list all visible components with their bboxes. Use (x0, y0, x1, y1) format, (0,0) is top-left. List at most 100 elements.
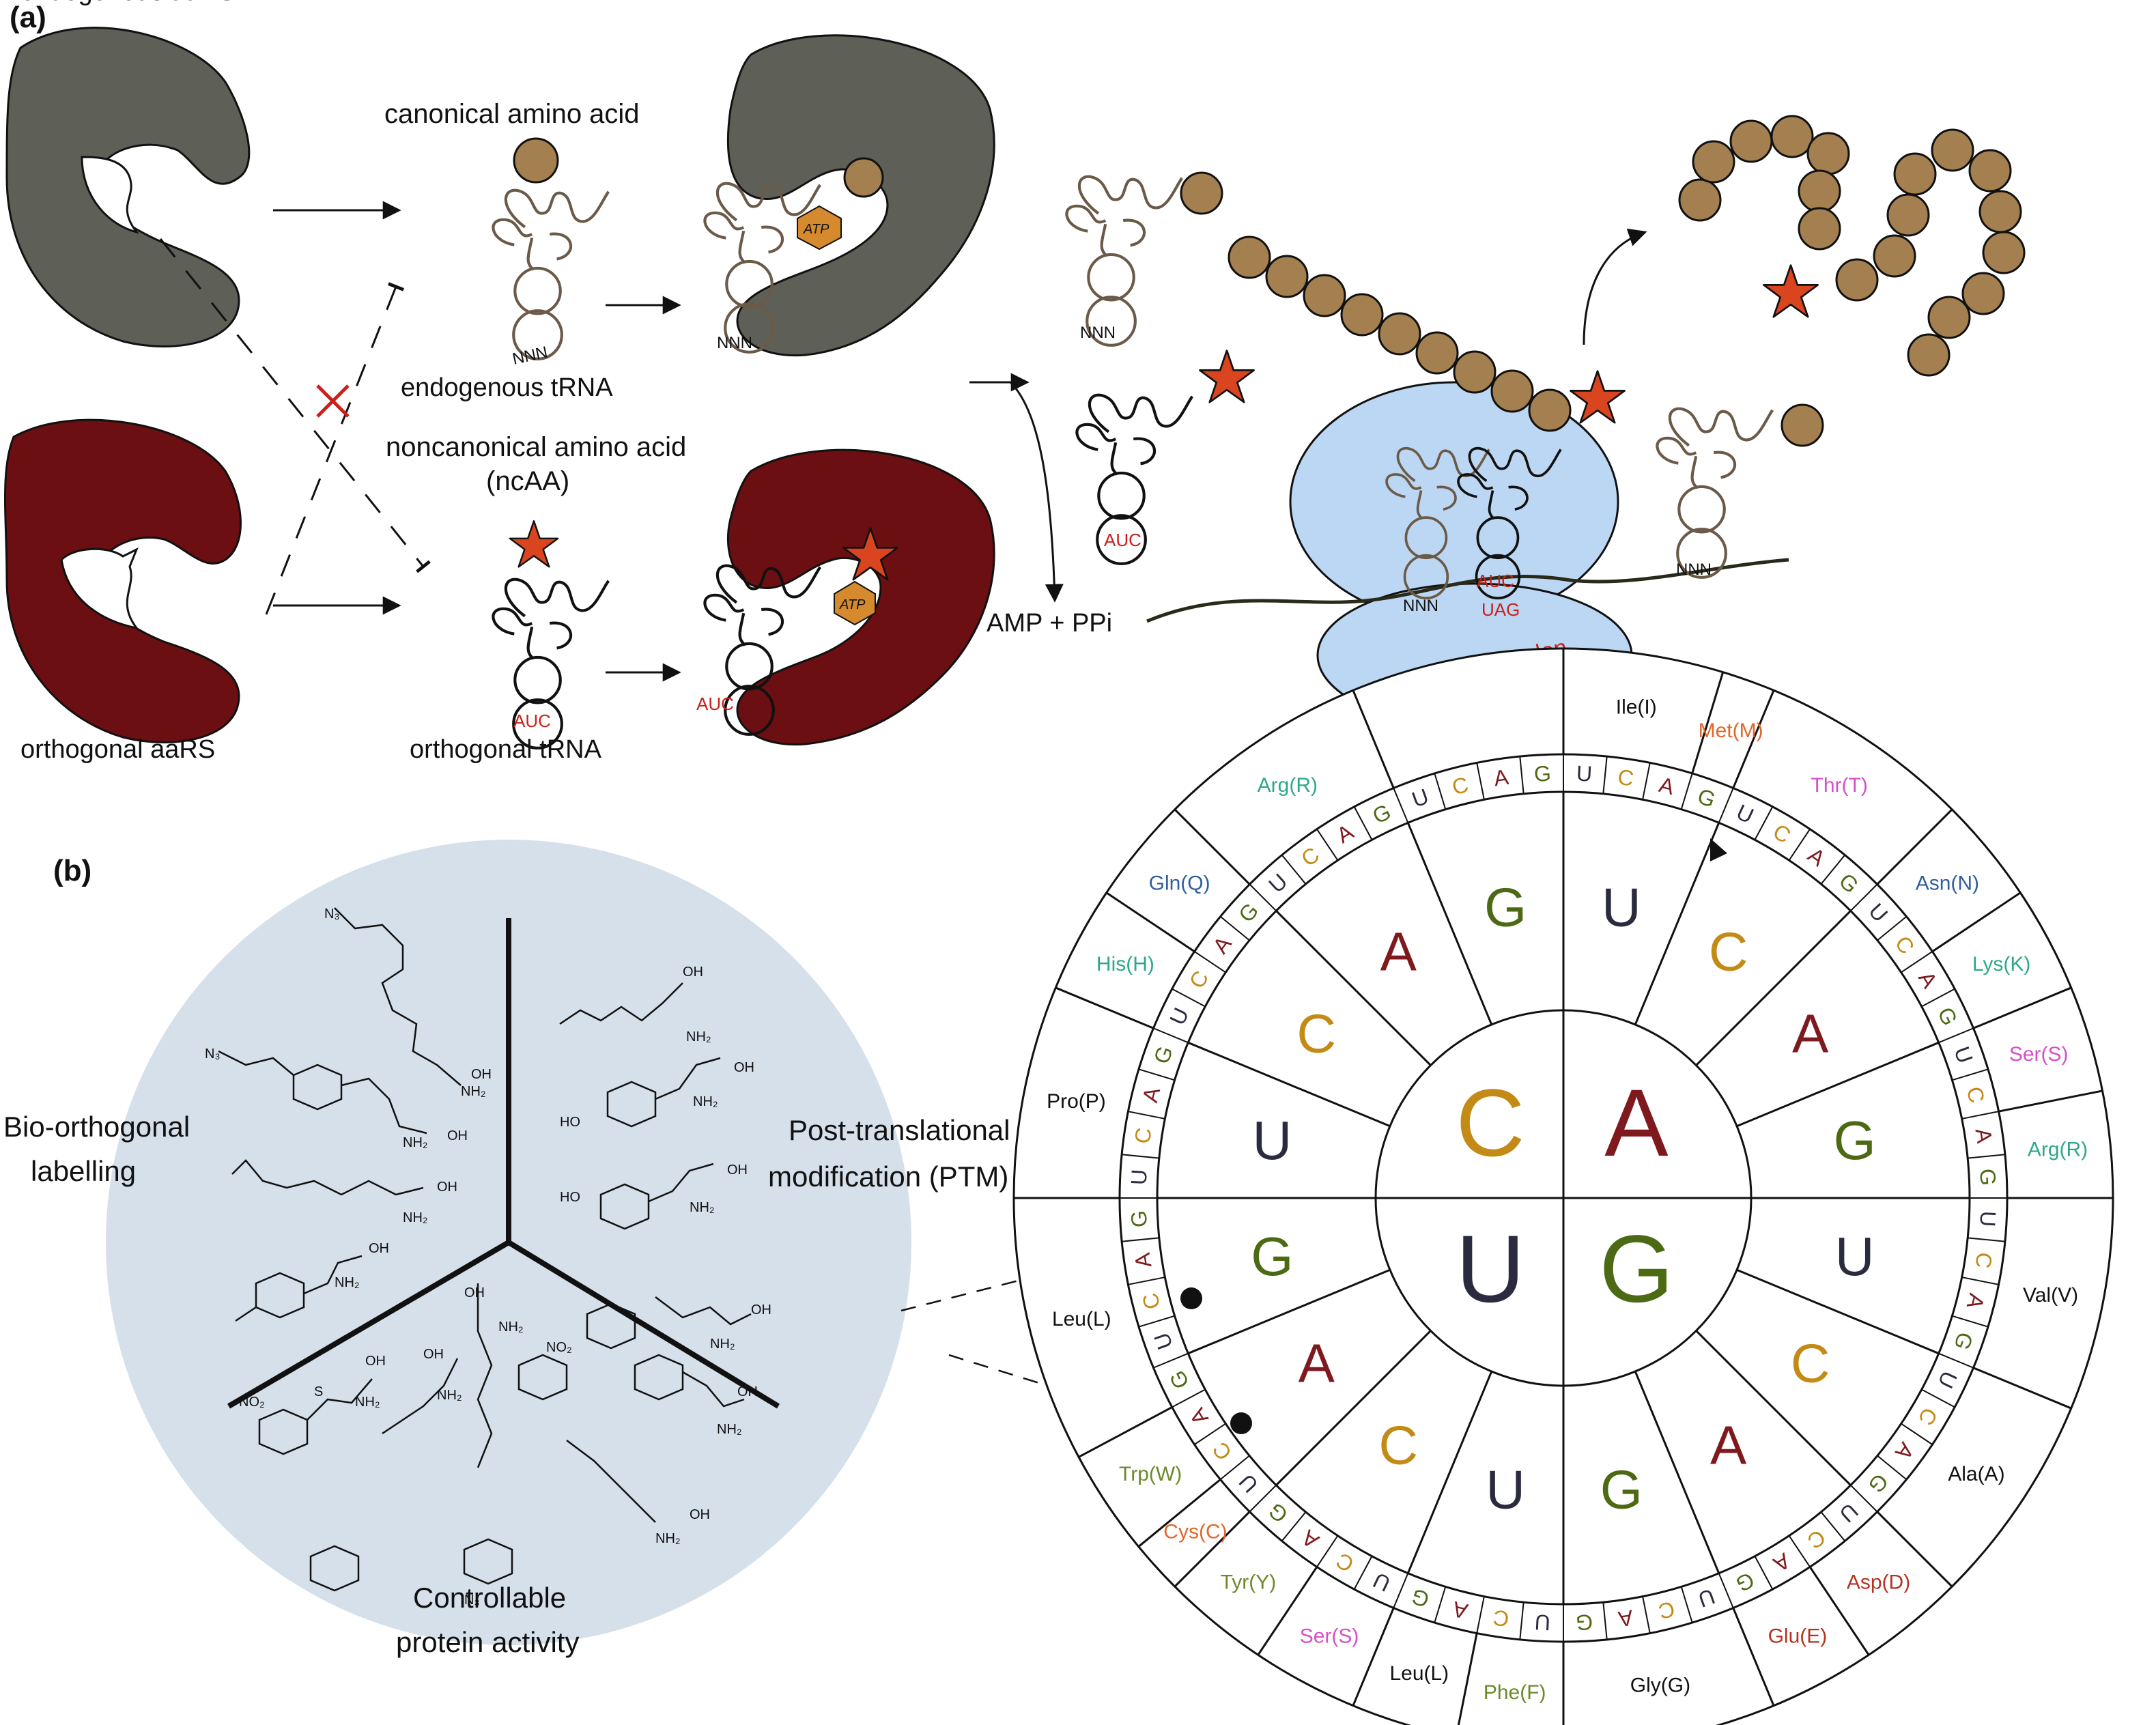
amino-acid-divider (1055, 986, 1154, 1029)
amino-acid-divider (1352, 1607, 1395, 1707)
third-base-divider (1718, 788, 1734, 823)
cyclopropene-lysine-structure (231, 1159, 424, 1196)
second-base-letter: A (1380, 921, 1417, 982)
amino-acid-label: His(H) (1096, 953, 1154, 975)
peptide-residue (1453, 350, 1497, 394)
dashed-inhibition-line-2 (265, 282, 405, 615)
amino-acid-divider (1137, 1479, 1221, 1548)
amino-acid-divider (1972, 1367, 2072, 1410)
charged-ncaa-star (1199, 350, 1255, 403)
label-n3: N₃ (205, 1046, 221, 1061)
label-nh2: NH₂ (461, 1084, 486, 1099)
amino-acid-label: Asn(N) (1916, 872, 1979, 894)
protein-residue (1798, 169, 1841, 213)
amino-acid-divider (1876, 808, 1953, 885)
acetylphenylalanine-backbone (303, 1255, 363, 1295)
nnn-label-4: NNN (1403, 597, 1438, 615)
third-base-divider (1193, 1423, 1226, 1445)
ptm-structures (559, 982, 752, 1326)
folded-protein (1678, 115, 2026, 377)
label-nh2: NH₂ (403, 1210, 428, 1225)
label-n3: N₃ (324, 907, 340, 922)
amino-acid-divider (1876, 1511, 1953, 1588)
charged-canonical-ball (1180, 171, 1223, 215)
nitrobenzyl-ring-2 (517, 1354, 568, 1401)
second-base-letter: G (1834, 1110, 1876, 1171)
third-base-divider (1850, 883, 1878, 911)
amino-acid-label: Ser(S) (1300, 1625, 1359, 1648)
third-base-divider (1128, 1277, 1165, 1285)
third-base-divider (1901, 1423, 1933, 1445)
peptide-residue (1303, 274, 1346, 317)
third-base-divider (1153, 1027, 1189, 1044)
label-nh2: NH₂ (355, 1395, 380, 1410)
panel-b-label: (b) (53, 854, 91, 887)
amino-acid-divider (1732, 1607, 1775, 1707)
label-nh2: NH₂ (655, 1531, 681, 1546)
arrow-amp-release (1009, 381, 1064, 603)
third-base-divider (1901, 951, 1933, 973)
sector-divider-right (507, 1240, 780, 1409)
panel-a: (a) endogenous aaRS orthogonal aaRS cano… (4, 0, 2026, 764)
atp-label-2: ATP (839, 597, 866, 612)
first-base-letter: G (1599, 1215, 1673, 1322)
third-base-divider (1921, 1388, 1955, 1408)
amino-acid-divider (1457, 1633, 1478, 1725)
protein-residue (1931, 128, 1974, 172)
peptide-residue (1490, 369, 1534, 413)
label-nh2: NH₂ (437, 1388, 462, 1403)
label-oh: OH (751, 1302, 771, 1317)
cyclooctene-ring (309, 1545, 360, 1592)
label-nh2: NH₂ (717, 1422, 742, 1437)
nascent-peptide-chain (1228, 236, 1626, 432)
panel-a-label: (a) (10, 1, 46, 34)
third-base-divider (1153, 1352, 1189, 1369)
ncaa-star-icon (509, 520, 559, 568)
second-base-letter: G (1600, 1459, 1643, 1520)
ptm-labels: OH NH₂ OH NH₂ HO OH NH₂ HO OH NH₂ (560, 965, 771, 1352)
protein-residue (1982, 231, 2026, 274)
third-base-divider (1788, 1535, 1811, 1568)
second-base-letter: U (1602, 876, 1641, 937)
label-no2: NO₂ (546, 1340, 572, 1355)
protein-residue (1729, 119, 1773, 163)
third-base-divider (1353, 1556, 1373, 1590)
amino-acid-label: Asp(D) (1847, 1571, 1910, 1593)
second-base-divider (1406, 822, 1493, 1025)
benzene-ring (292, 1064, 343, 1111)
amino-acid-label: Leu(L) (1052, 1308, 1111, 1330)
third-base-divider (1519, 756, 1524, 794)
orthogonal-trna-icon (493, 580, 608, 748)
label-oh: OH (437, 1180, 457, 1195)
amino-acid-label: Gln(Q) (1149, 872, 1210, 894)
amino-acid-divider (1972, 986, 2072, 1029)
third-base-divider (1877, 1455, 1907, 1481)
amino-acid-divider (1078, 1406, 1173, 1458)
stop-codon-marker (1230, 1412, 1252, 1434)
amino-acid-divider (1174, 808, 1251, 885)
third-base-divider (1219, 915, 1250, 941)
label-nh2: NH₂ (498, 1320, 524, 1335)
third-base-divider (1968, 1154, 2005, 1159)
second-base-letter: A (1299, 1333, 1335, 1394)
benzene-ring (599, 1183, 650, 1230)
third-base-divider (1281, 854, 1307, 885)
third-base-divider (1249, 1485, 1277, 1513)
peptide-residue (1378, 312, 1421, 356)
third-base-divider (1968, 1237, 2005, 1242)
acetyl-lysine-structure (559, 982, 683, 1025)
endogenous-aars-label: endogenous aaRS (20, 0, 236, 6)
label-oh: OH (447, 1128, 468, 1143)
third-base-divider (1393, 1573, 1409, 1608)
uag-label: UAG (1481, 599, 1520, 620)
cross-icon (316, 384, 350, 418)
protein-residue (1886, 193, 1930, 237)
third-base-divider (1353, 806, 1373, 840)
bioorthogonal-structures (218, 907, 462, 1322)
second-base-letter: C (1791, 1333, 1830, 1394)
nnn-label-2: NNN (717, 334, 752, 352)
third-base-letter: U (1576, 761, 1593, 786)
label-oh: OH (734, 1060, 754, 1075)
second-base-letter: A (1710, 1415, 1747, 1476)
